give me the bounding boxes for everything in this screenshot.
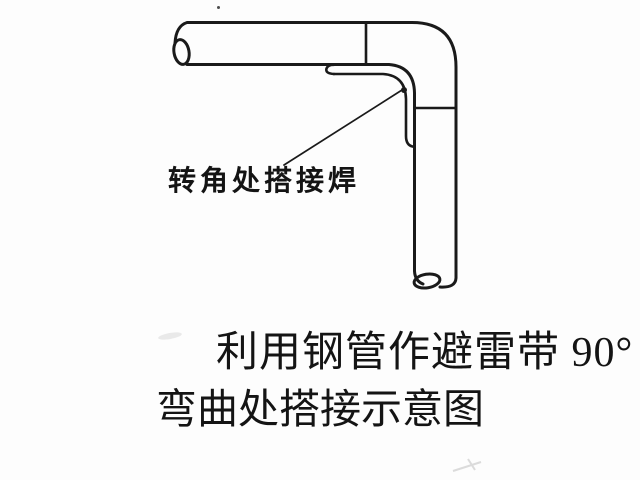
pipe-bottom-end-ellipse (412, 272, 442, 290)
caption-line-2: 弯曲处搭接示意图 (156, 386, 484, 432)
caption-line-1: 利用钢管作避雷带 90° (216, 330, 634, 376)
callout-leader-line (283, 89, 403, 166)
callout-label: 转角处搭接焊 (168, 166, 361, 197)
lap-strip-end-cap (324, 63, 336, 76)
pipe-left-end-ellipse (172, 38, 191, 66)
scan-speck (217, 6, 220, 9)
pipe-outer-outline (173, 21, 458, 289)
scan-smudge-mark (452, 458, 482, 472)
lap-strip-inner-edge (332, 72, 414, 148)
pipe-inner-outline (185, 63, 425, 286)
weld-point-dot (401, 87, 407, 93)
